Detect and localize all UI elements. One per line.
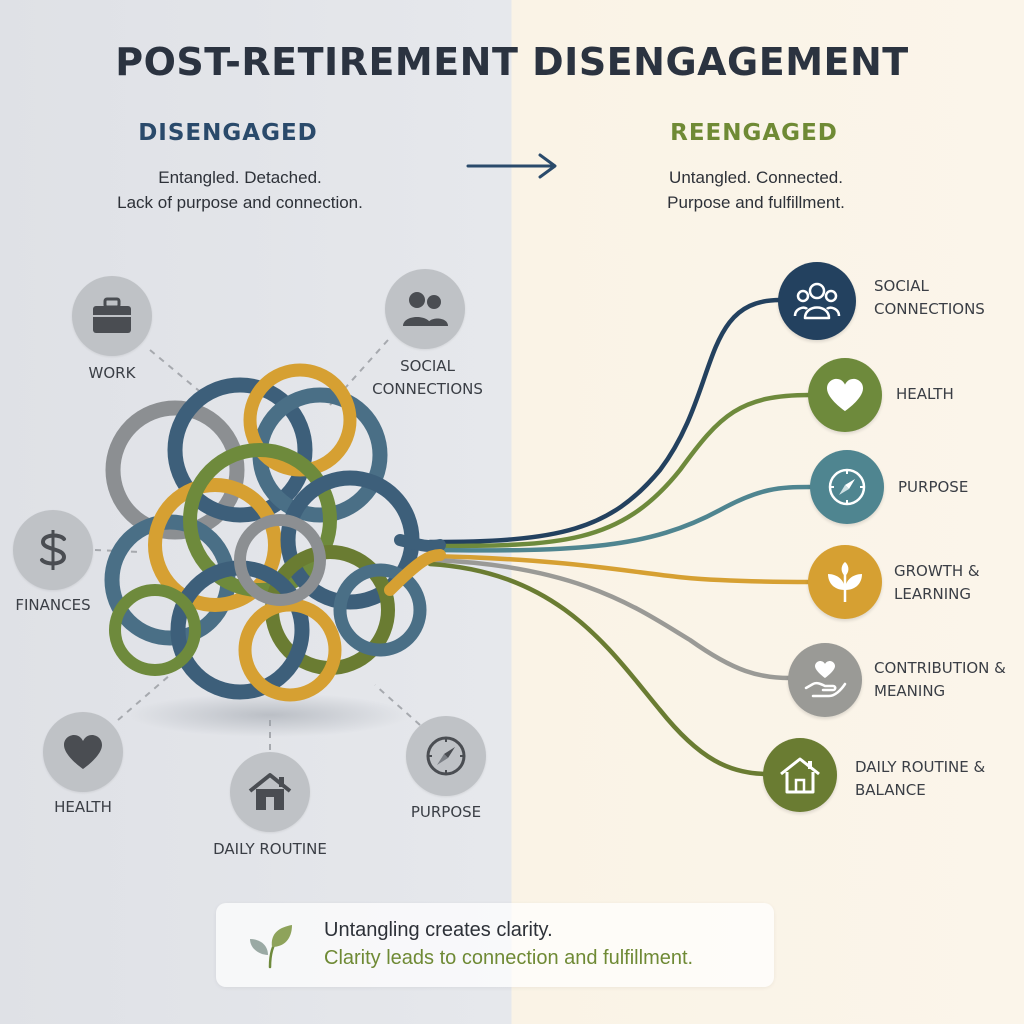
strand-social	[427, 297, 783, 545]
people-icon	[793, 282, 841, 320]
callout-line-2: Clarity leads to connection and fulfillm…	[324, 947, 694, 969]
disengaged-subtitle-line-1: Entangled. Detached.	[158, 168, 322, 187]
daily-routine-balance-label: DAILY ROUTINE & BALANCE	[855, 756, 985, 802]
daily-routine-balance-label-line-2: BALANCE	[855, 781, 926, 799]
right-social-label-line-1: SOCIAL	[874, 277, 929, 295]
growth-label-line-1: GROWTH &	[894, 562, 980, 580]
tangled-knot	[104, 363, 446, 702]
contribution-label: CONTRIBUTION & MEANING	[874, 657, 1006, 703]
daily-routine-balance-label-line-1: DAILY ROUTINE &	[855, 758, 986, 776]
people-icon	[403, 292, 448, 326]
disengaged-subtitle: Entangled. Detached. Lack of purpose and…	[60, 165, 420, 215]
right-health-label: HEALTH	[896, 385, 954, 403]
growth-label: GROWTH & LEARNING	[894, 560, 980, 606]
untangled-strands	[427, 297, 813, 777]
right-social-label: SOCIAL CONNECTIONS	[874, 275, 985, 321]
health-label: HEALTH	[54, 798, 112, 816]
strand-daily-routine	[427, 561, 768, 777]
house-icon	[780, 757, 820, 794]
contribution-circle	[788, 643, 862, 717]
strand-growth	[427, 553, 813, 585]
summary-callout: Untangling creates clarity. Clarity lead…	[216, 903, 774, 987]
social-label-line-1: SOCIAL	[400, 357, 455, 375]
heart-hand-icon	[804, 661, 847, 698]
health-circle	[43, 712, 123, 792]
reengaged-subtitle-line-2: Purpose and fulfillment.	[667, 193, 845, 212]
growth-circle	[808, 545, 882, 619]
heart-icon	[64, 735, 102, 769]
strand-contribution	[427, 557, 793, 681]
arrow-right-icon	[466, 153, 557, 179]
finances-label: FINANCES	[15, 596, 91, 614]
work-label: WORK	[88, 364, 136, 382]
leaf-icon	[250, 925, 292, 969]
reengaged-subtitle-line-1: Untangled. Connected.	[669, 168, 843, 187]
briefcase-icon	[93, 297, 131, 333]
health-circle-right	[808, 358, 882, 432]
right-purpose-label: PURPOSE	[898, 478, 969, 496]
purpose-label: PURPOSE	[410, 803, 482, 821]
strand-purpose	[427, 484, 813, 553]
social-label: SOCIAL CONNECTIONS	[355, 355, 500, 401]
purpose-circle-right	[810, 450, 884, 524]
work-circle	[72, 276, 152, 356]
disengaged-heading: DISENGAGED	[138, 120, 318, 146]
tangle-shadow	[130, 693, 410, 737]
daily-routine-label: DAILY ROUTINE	[213, 840, 327, 858]
strand-health	[427, 392, 813, 549]
contribution-label-line-1: CONTRIBUTION &	[874, 659, 1006, 677]
house-icon	[248, 773, 292, 810]
social-label-line-2: CONNECTIONS	[372, 380, 483, 398]
daily-routine-circle-right	[763, 738, 837, 812]
daily-routine-circle	[230, 752, 310, 832]
finances-circle	[13, 510, 93, 590]
contribution-label-line-2: MEANING	[874, 682, 946, 700]
social-connections-circle	[778, 262, 856, 340]
social-circle	[385, 269, 465, 349]
compass-icon	[426, 736, 466, 776]
heart-icon	[827, 378, 863, 412]
reengaged-subtitle: Untangled. Connected. Purpose and fulfil…	[576, 165, 936, 215]
dollar-icon	[40, 530, 67, 570]
compass-icon	[828, 468, 866, 506]
reengaged-heading: REENGAGED	[670, 120, 838, 146]
sprout-icon	[828, 562, 862, 602]
page-title: POST-RETIREMENT DISENGAGEMENT	[115, 40, 909, 84]
growth-label-line-2: LEARNING	[894, 585, 972, 603]
right-social-label-line-2: CONNECTIONS	[874, 300, 985, 318]
callout-line-1: Untangling creates clarity.	[324, 919, 553, 941]
purpose-circle	[406, 716, 486, 796]
disengaged-subtitle-line-2: Lack of purpose and connection.	[117, 193, 363, 212]
